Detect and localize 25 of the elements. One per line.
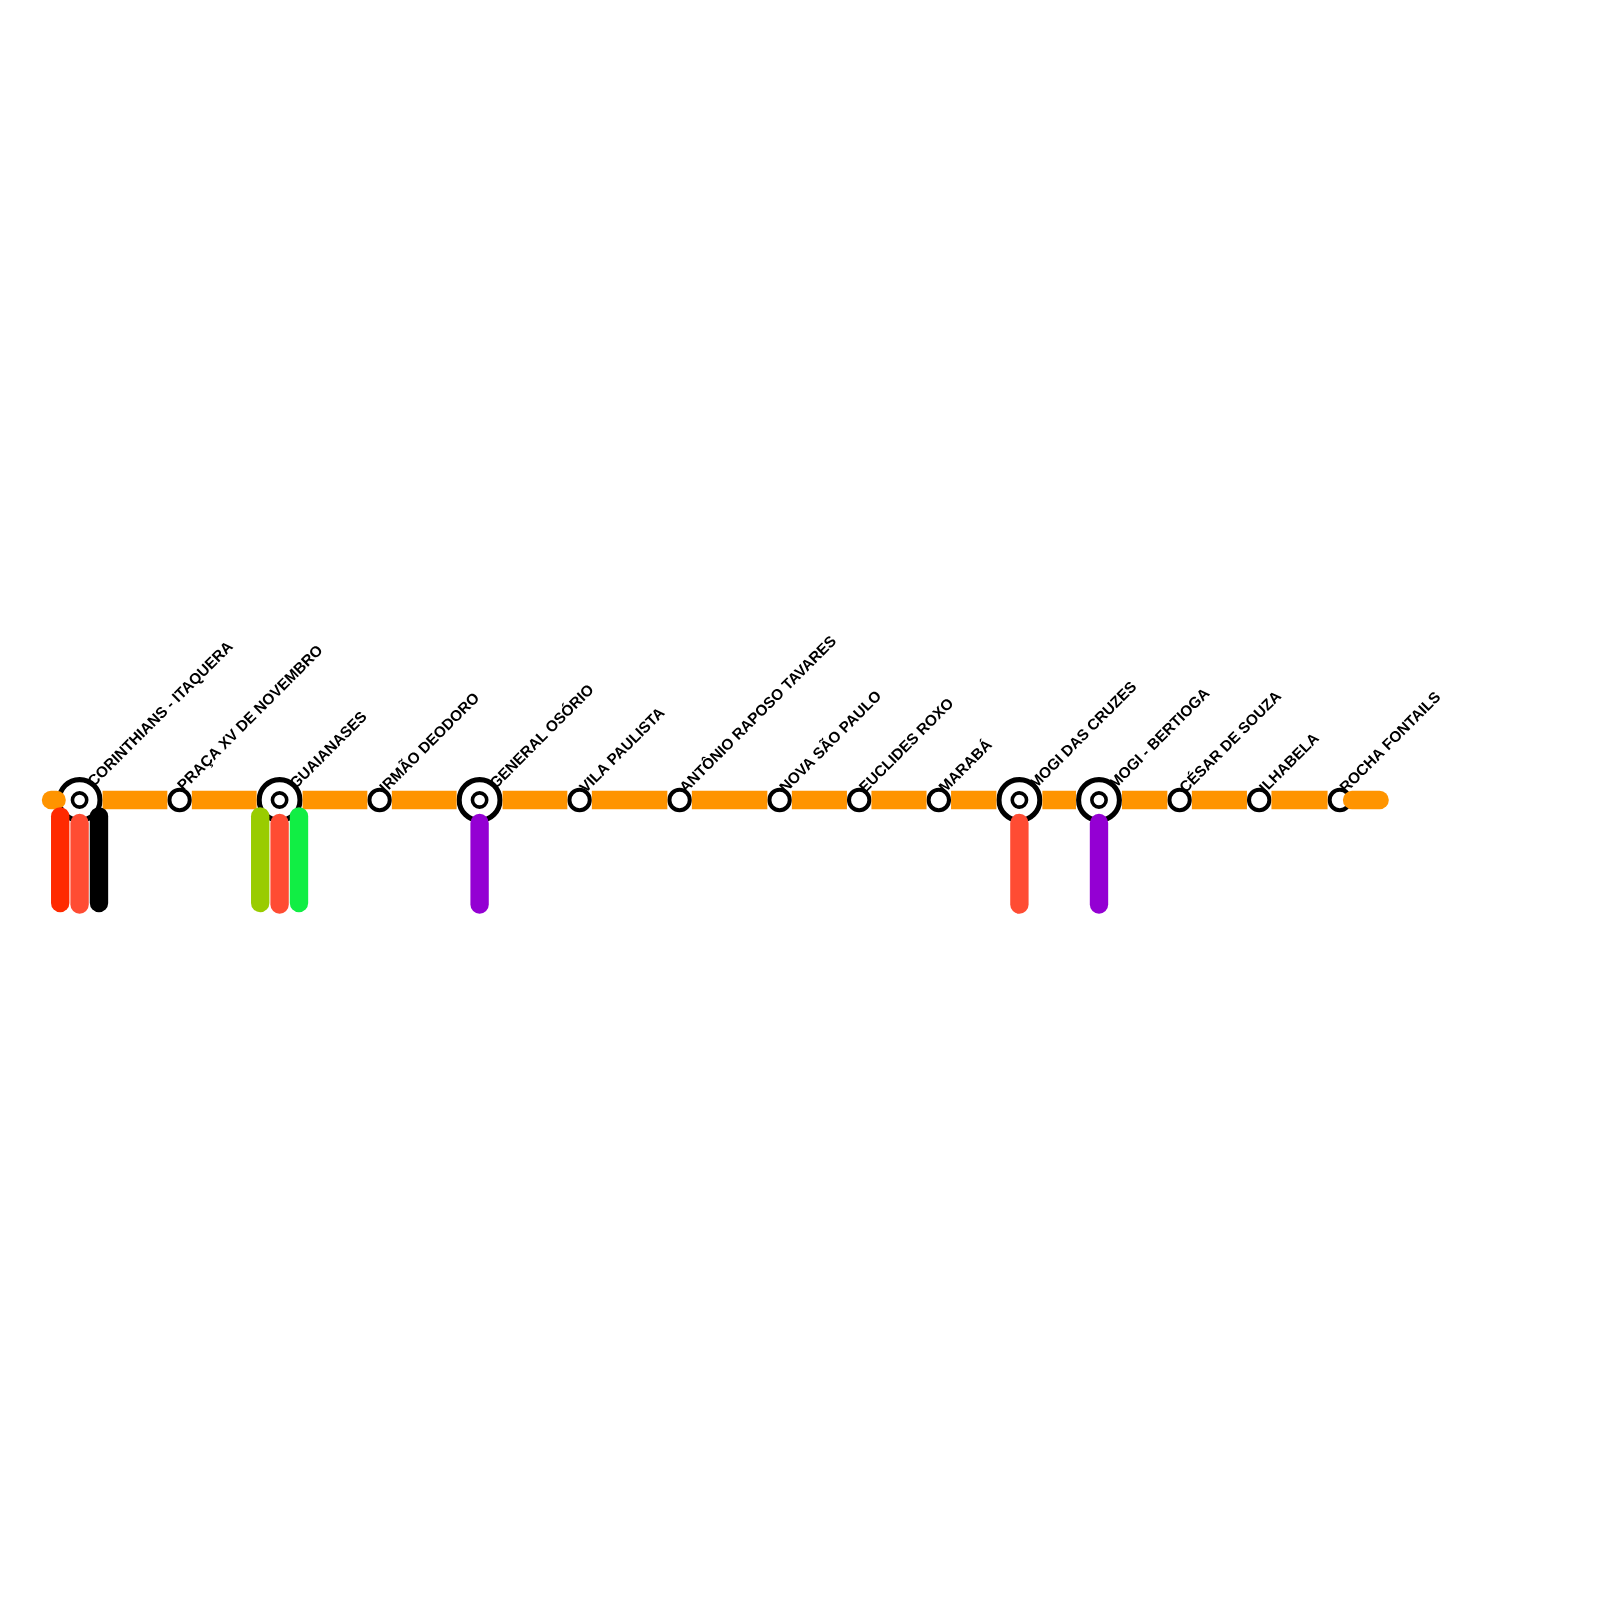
branch-line-stub — [251, 807, 270, 913]
line-segment — [1042, 790, 1077, 810]
line-segment — [871, 790, 927, 810]
line-segment — [1191, 790, 1247, 810]
line-end — [41, 790, 66, 810]
line-segment — [791, 790, 847, 810]
branch-line-stub — [470, 813, 489, 914]
line-segment — [102, 790, 168, 810]
branch-line-stub — [289, 807, 309, 913]
line-segment — [1271, 790, 1328, 810]
branch-line-stub — [70, 813, 89, 914]
line-segment — [391, 790, 457, 810]
line-segment — [691, 790, 768, 810]
line-segment — [591, 790, 668, 810]
line-segment — [951, 790, 997, 810]
branch-line-stub — [1010, 813, 1029, 914]
line-segment — [502, 790, 568, 810]
line-end — [1342, 790, 1389, 810]
branch-line-stub — [89, 807, 109, 913]
branch-line-stub — [51, 807, 70, 913]
line-segment — [1121, 790, 1168, 810]
branch-line-stub — [270, 813, 289, 914]
line-segment — [191, 790, 257, 810]
branch-line-stub — [1089, 813, 1109, 914]
line-segment — [302, 790, 368, 810]
